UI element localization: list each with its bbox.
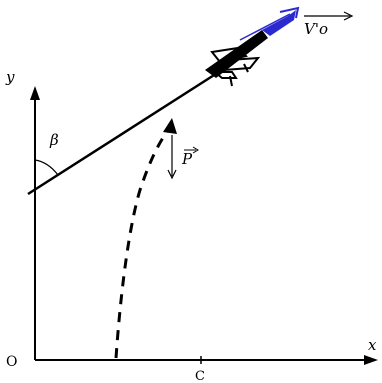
airplane-icon bbox=[205, 6, 300, 87]
momentum-label: P bbox=[181, 150, 193, 168]
velocity-label: V'o bbox=[304, 20, 328, 38]
origin-label: O bbox=[6, 354, 17, 370]
trajectory-path bbox=[114, 127, 172, 359]
angle-arc bbox=[34, 159, 59, 176]
y-axis-label: y bbox=[5, 68, 15, 86]
velocity-vector bbox=[304, 11, 354, 21]
point-c-label: C bbox=[195, 369, 205, 383]
launch-line bbox=[27, 68, 223, 196]
momentum-vector bbox=[167, 135, 177, 180]
x-axis-label: x bbox=[368, 336, 377, 354]
angle-label: β bbox=[49, 131, 59, 149]
momentum-label-arrow bbox=[184, 146, 199, 154]
trajectory-arrow bbox=[163, 118, 177, 134]
x-axis bbox=[35, 355, 378, 365]
y-axis bbox=[30, 86, 40, 360]
